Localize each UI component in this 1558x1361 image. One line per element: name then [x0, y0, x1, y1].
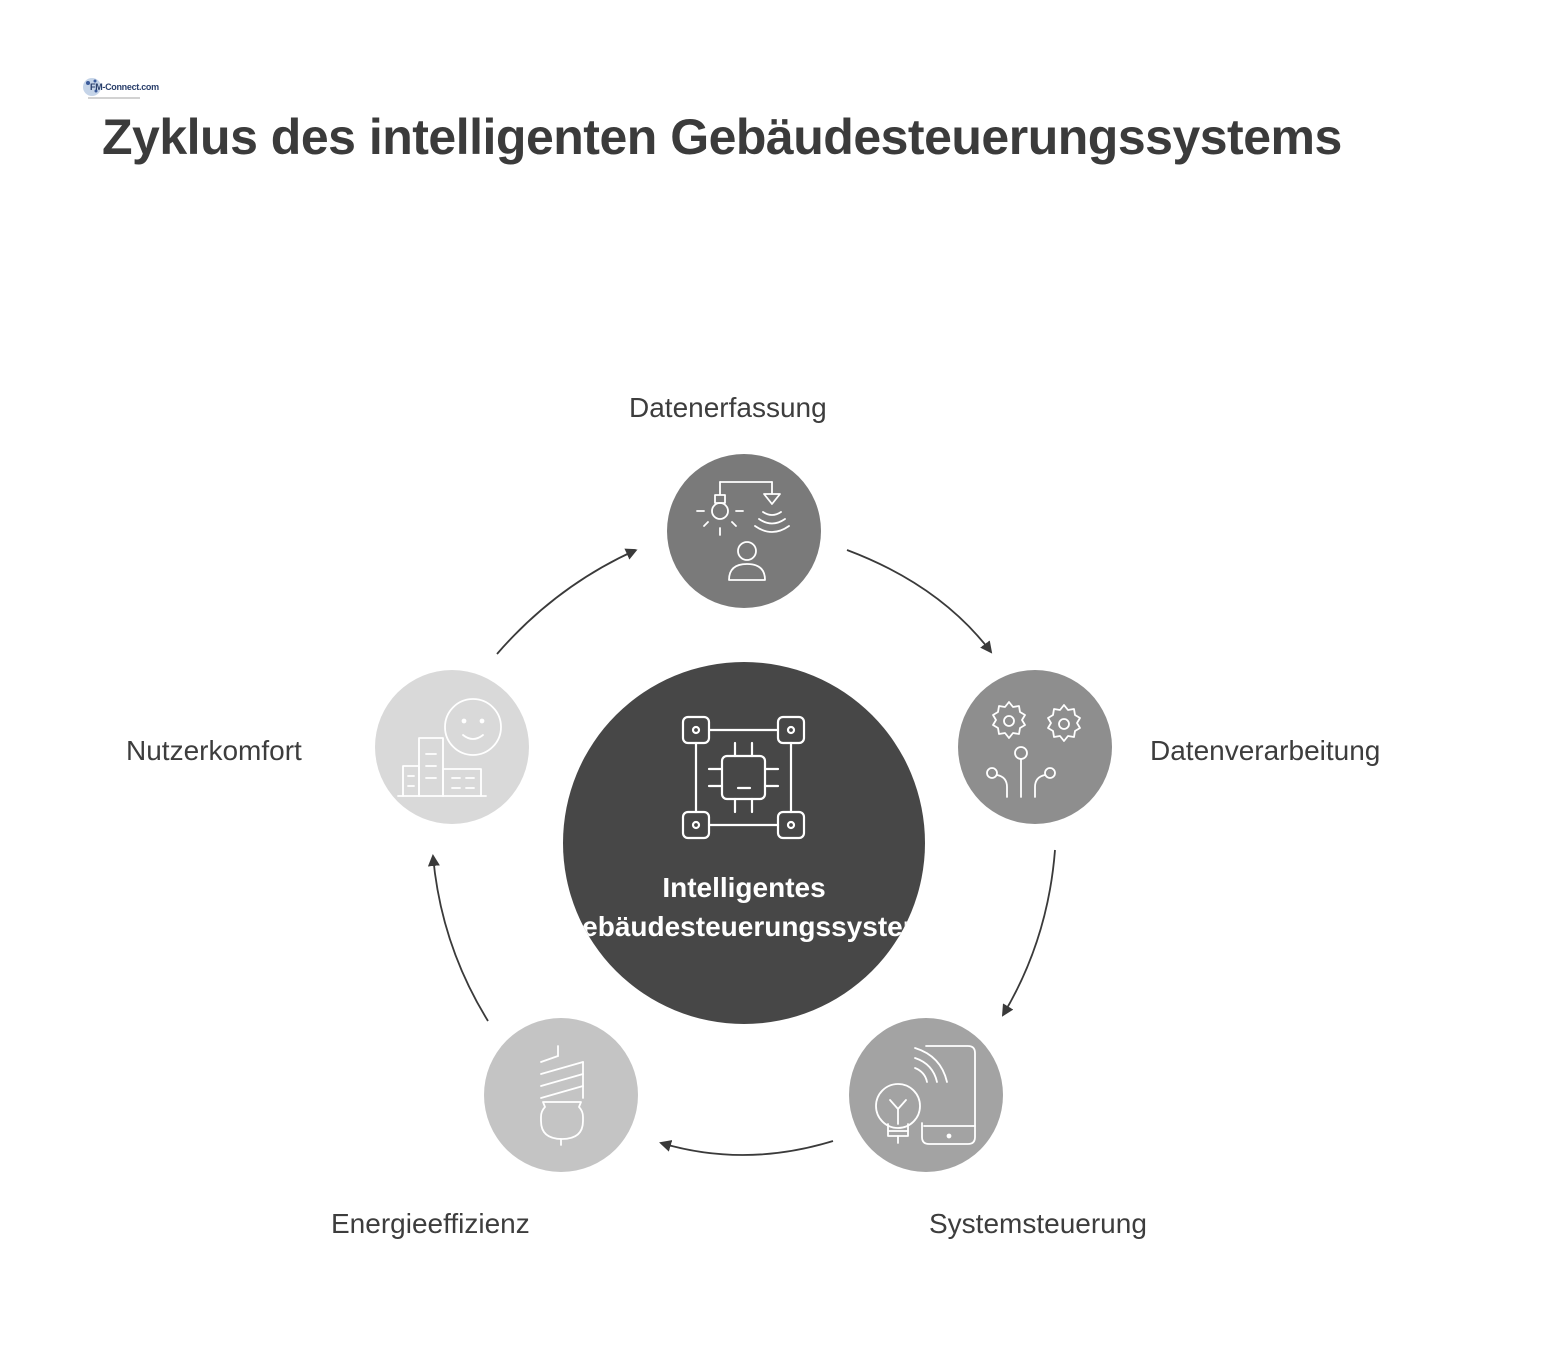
page-title: Zyklus des intelligenten Gebäudesteuerun…	[102, 109, 1342, 165]
node-label-datenerfassung: Datenerfassung	[629, 392, 827, 423]
node-circle-systemsteuerung	[849, 1018, 1003, 1172]
node-label-datenverarbeitung: Datenverarbeitung	[1150, 735, 1381, 766]
smartphone-bulb-icon	[875, 1045, 976, 1145]
smiley-building-icon	[397, 698, 502, 797]
center-circle	[563, 662, 925, 1024]
circuit-chip-icon	[681, 715, 806, 840]
node-label-energieeffizienz: Energieeffizienz	[331, 1208, 530, 1239]
energy-saving-bulb-icon	[540, 1045, 584, 1146]
arrow-datenverarbeitung-to-systemsteuerung	[1001, 849, 1056, 1017]
arrow-nutzerkomfort-to-datenerfassung	[496, 548, 638, 655]
arrow-systemsteuerung-to-energieeffizienz	[659, 1140, 834, 1156]
logo-mark	[83, 78, 140, 99]
node-circle-nutzerkomfort	[375, 670, 529, 824]
arrow-datenerfassung-to-datenverarbeitung	[846, 549, 993, 654]
node-label-systemsteuerung: Systemsteuerung	[929, 1208, 1147, 1239]
sensor-person-icon	[696, 481, 790, 581]
logo-text: FM-Connect.com	[90, 82, 159, 92]
node-circle-energieeffizienz	[484, 1018, 638, 1172]
logo: FM-Connect.com	[80, 74, 159, 104]
gears-circuit-icon	[986, 701, 1081, 798]
node-circle-datenerfassung	[667, 454, 821, 608]
node-circle-datenverarbeitung	[958, 670, 1112, 824]
node-label-nutzerkomfort: Nutzerkomfort	[126, 735, 302, 766]
arrow-energieeffizienz-to-nutzerkomfort	[427, 854, 489, 1022]
